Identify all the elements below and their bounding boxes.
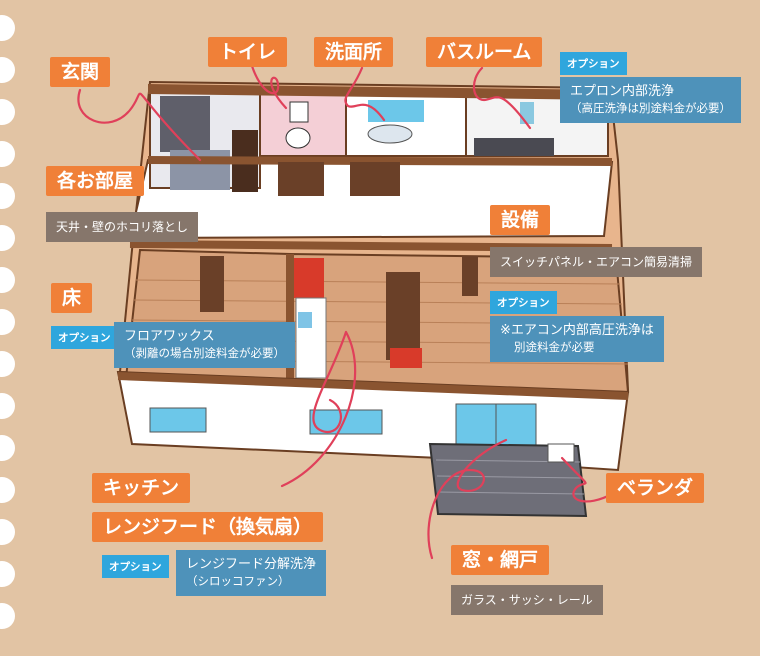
connector-lines <box>77 64 614 560</box>
option-tag-aircon: オプション <box>490 291 557 314</box>
label-senmenjo: 洗面所 <box>314 37 394 67</box>
option-floor-wax-line1: フロアワックス <box>124 329 215 344</box>
option-floor-wax-line2: （剥離の場合別途料金が必要） <box>124 346 285 360</box>
desc-window-items: ガラス・サッシ・レール <box>451 585 603 615</box>
label-toilet: トイレ <box>208 37 288 67</box>
option-apron: エプロン内部洗浄 （高圧洗浄は別途料金が必要） <box>560 77 741 123</box>
desc-ceiling-wall: 天井・壁のホコリ落とし <box>46 212 199 242</box>
option-range-hood-line1: レンジフード分解洗浄 <box>186 557 317 572</box>
label-veranda: ベランダ <box>606 473 705 503</box>
option-tag-floor: オプション <box>51 326 118 349</box>
option-range-hood: レンジフード分解洗浄 （シロッコファン） <box>176 550 327 596</box>
label-yuka: 床 <box>51 283 93 313</box>
label-kakuoheya: 各お部屋 <box>46 166 145 196</box>
option-tag-apron: オプション <box>560 52 627 75</box>
label-setsubi: 設備 <box>490 205 551 235</box>
option-aircon-line2: 別途料金が必要 <box>514 340 595 354</box>
label-genkan: 玄関 <box>50 57 111 87</box>
option-range-hood-line2: （シロッコファン） <box>186 574 290 588</box>
label-bathroom: バスルーム <box>426 37 543 67</box>
label-range-hood: レンジフード（換気扇） <box>92 512 324 542</box>
option-tag-range-hood: オプション <box>102 555 169 578</box>
option-apron-line2: （高圧洗浄は別途料金が必要） <box>570 101 731 115</box>
option-aircon: ※エアコン内部高圧洗浄は 別途料金が必要 <box>490 316 664 362</box>
option-apron-line1: エプロン内部洗浄 <box>570 84 675 99</box>
option-floor-wax: フロアワックス （剥離の場合別途料金が必要） <box>114 322 295 368</box>
label-window-screen: 窓・網戸 <box>451 545 550 575</box>
desc-switch-panel: スイッチパネル・エアコン簡易清掃 <box>490 247 703 277</box>
option-aircon-line1: ※エアコン内部高圧洗浄は <box>500 323 654 338</box>
label-kitchen: キッチン <box>92 473 191 503</box>
binding-holes <box>0 15 15 629</box>
